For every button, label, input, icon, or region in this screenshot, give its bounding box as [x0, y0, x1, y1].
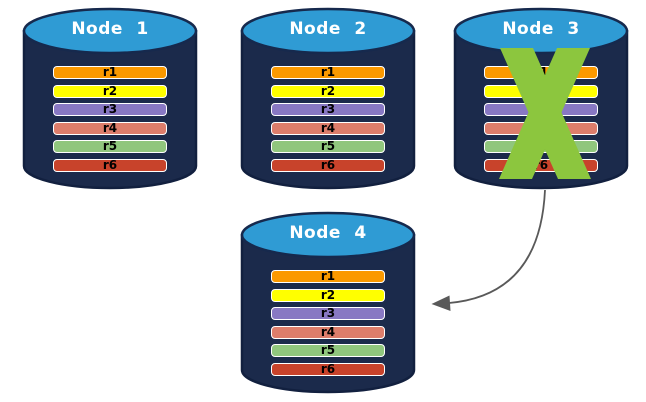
bar-r1: r1 — [271, 66, 385, 79]
bar-r5: r5 — [53, 140, 167, 153]
arrow-head — [431, 295, 451, 311]
replica-list: r1 r2 r3 r4 r5 r6 — [271, 270, 385, 376]
bar-r4: r4 — [271, 121, 385, 135]
bar-r2: r2 — [271, 288, 385, 302]
node-4: Node 4 r1 r2 r3 r4 r5 r6 — [240, 211, 416, 395]
node-title: Node 3 — [502, 19, 580, 39]
replica-list: r1 r2 r3 r4 r5 r6 — [271, 66, 385, 172]
bar-r6: r6 — [53, 158, 167, 172]
bar-r3: r3 — [271, 103, 385, 116]
replica-list: r1 r2 r3 r4 r5 r6 — [484, 66, 598, 172]
bar-r5: r5 — [271, 344, 385, 357]
bar-r2: r2 — [484, 84, 598, 98]
bar-r2: r2 — [53, 84, 167, 98]
node-2: Node 2 r1 r2 r3 r4 r5 r6 — [240, 7, 416, 191]
bar-r1: r1 — [484, 66, 598, 79]
node-1: Node 1 r1 r2 r3 r4 r5 r6 — [22, 7, 198, 191]
node-title: Node 4 — [289, 223, 367, 243]
bar-r2: r2 — [271, 84, 385, 98]
bar-r4: r4 — [53, 121, 167, 135]
node-title: Node 1 — [71, 19, 149, 39]
cylinder-top — [240, 211, 416, 259]
bar-r5: r5 — [271, 140, 385, 153]
node-3: Node 3 r1 r2 r3 r4 r5 r6 — [453, 7, 629, 191]
bar-r6: r6 — [484, 158, 598, 172]
bar-r4: r4 — [271, 325, 385, 339]
bar-r6: r6 — [271, 362, 385, 376]
bar-r1: r1 — [271, 270, 385, 283]
replica-list: r1 r2 r3 r4 r5 r6 — [53, 66, 167, 172]
arrow-curve — [448, 189, 546, 304]
bar-r4: r4 — [484, 121, 598, 135]
node-title: Node 2 — [289, 19, 367, 39]
bar-r3: r3 — [271, 307, 385, 320]
bar-r1: r1 — [53, 66, 167, 79]
bar-r3: r3 — [484, 103, 598, 116]
bar-r5: r5 — [484, 140, 598, 153]
cylinder-top — [22, 7, 198, 55]
bar-r6: r6 — [271, 158, 385, 172]
bar-r3: r3 — [53, 103, 167, 116]
cylinder-top — [240, 7, 416, 55]
